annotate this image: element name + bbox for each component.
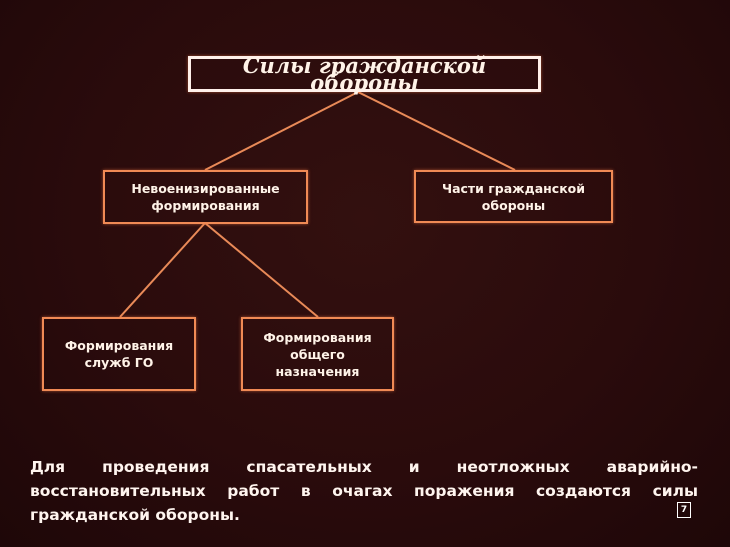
page-number: 7 bbox=[677, 502, 691, 518]
node-unmilitarized-formations: Невоенизированные формирования bbox=[103, 170, 308, 224]
connector-root-to-units bbox=[357, 91, 516, 171]
connector-to-general-formations bbox=[204, 222, 319, 318]
node-general-formations: Формирования общего назначения bbox=[241, 317, 394, 391]
connector-to-service-formations bbox=[119, 222, 206, 318]
caption-text: Для проведения спасательных и неотложных… bbox=[30, 458, 698, 524]
node-service-formations: Формирования служб ГО bbox=[42, 317, 196, 391]
root-node: Силы гражданской обороны bbox=[188, 55, 541, 93]
connector-root-to-unmilitarized bbox=[204, 91, 359, 171]
node-civil-defense-units: Части гражданской обороны bbox=[414, 170, 613, 223]
